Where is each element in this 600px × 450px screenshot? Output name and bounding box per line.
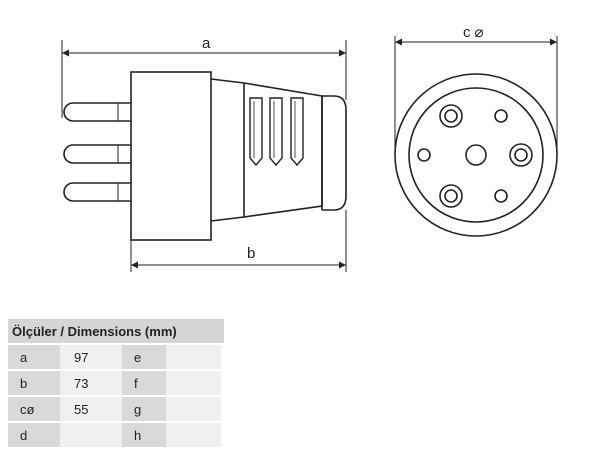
dimension-key: b [8,371,60,395]
dimension-c [394,36,558,155]
front-inner-ring [408,87,544,223]
dimension-value [60,423,122,447]
dimension-key: g [122,397,166,421]
dimension-a-label: a [202,35,211,52]
technical-drawing: a b [61,24,558,272]
plug-body [210,78,323,222]
dimension-key: cø [8,397,60,421]
socket-hole-top-right [494,109,508,123]
socket-hole-right [509,143,533,167]
dimension-key: d [8,423,60,447]
table-row: cø 55 g [8,397,224,421]
dimensions-table: Ölçüler / Dimensions (mm) a 97 e b 73 f … [8,319,224,447]
plug-side-view [63,71,347,241]
dimension-key: h [122,423,166,447]
table-row: a 97 e [8,345,224,369]
table-header-row: Ölçüler / Dimensions (mm) [8,319,224,343]
dimension-b [130,210,347,272]
pin-bottom [63,182,131,202]
table-row: b 73 f [8,371,224,395]
dimension-key: f [122,371,166,395]
socket-hole-top-left [439,104,463,128]
dimension-b-label: b [247,245,255,262]
dimension-value: 55 [60,397,122,421]
pin-top [63,102,131,122]
dimension-value [166,371,221,395]
socket-hole-left [417,148,431,162]
socket-hole-bottom-left [439,184,463,208]
socket-hole-bottom-right [494,189,508,203]
dimension-value: 73 [60,371,122,395]
dimension-c-label: c⌀ [463,24,484,41]
plug-front-view [394,73,558,237]
cable-end [322,95,347,211]
dimension-value [166,397,221,421]
grip-ribs [249,97,304,167]
dimension-value [166,423,221,447]
dimension-a [61,40,347,118]
dimension-key: a [8,345,60,369]
table-row: d h [8,423,224,447]
plug-base [130,71,212,241]
dimension-value: 97 [60,345,122,369]
table-title: Ölçüler / Dimensions (mm) [8,319,224,343]
pin-middle [63,144,131,164]
dimension-key: e [122,345,166,369]
socket-hole-center [465,144,487,166]
dimension-value [166,345,221,369]
